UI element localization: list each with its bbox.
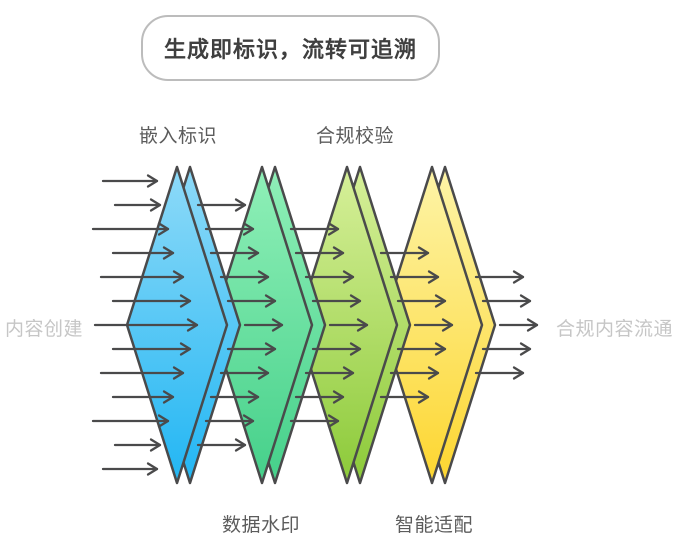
arrowhead-icon	[342, 366, 355, 380]
arrowhead-icon	[342, 270, 355, 284]
flow-row-7	[93, 318, 539, 332]
arrowhead-icon	[146, 174, 159, 188]
flow-row-4	[111, 246, 430, 260]
arrowhead-icon	[179, 294, 192, 308]
arrowhead-icon	[242, 222, 255, 236]
arrowhead-icon	[332, 246, 345, 260]
title-text: 生成即标识，流转可追溯	[163, 37, 417, 62]
flow-row-5	[99, 270, 525, 284]
flow-row-10	[111, 390, 430, 404]
arrowhead-icon	[172, 270, 185, 284]
arrowhead-icon	[512, 366, 525, 380]
arrowhead-icon	[264, 342, 277, 356]
arrowhead-icon	[247, 246, 260, 260]
arrowhead-icon	[149, 198, 162, 212]
arrowhead-icon	[257, 366, 270, 380]
flow-row-3	[91, 222, 340, 236]
arrowhead-icon	[526, 318, 539, 332]
flow-row-2	[113, 198, 247, 212]
arrowhead-icon	[247, 390, 260, 404]
arrowhead-icon	[146, 462, 159, 476]
arrowhead-icon	[327, 222, 340, 236]
flow-row-12	[113, 438, 247, 452]
arrowhead-icon	[157, 222, 170, 236]
arrowhead-icon	[157, 414, 170, 428]
stage-label-smart-adapt: 智能适配	[395, 515, 474, 536]
arrowhead-icon	[162, 390, 175, 404]
stage-label-compliance-check: 合规校验	[316, 126, 395, 147]
arrowhead-icon	[179, 342, 192, 356]
arrowhead-icon	[271, 318, 284, 332]
flow-row-1	[101, 174, 159, 188]
flow-row-9	[99, 366, 525, 380]
flow-row-13	[101, 462, 159, 476]
output-label-compliant-flow: 合规内容流通	[556, 319, 674, 340]
title-banner: 生成即标识，流转可追溯	[141, 15, 440, 81]
arrowhead-icon	[434, 342, 447, 356]
input-label-content-creation: 内容创建	[5, 319, 84, 340]
stage-label-data-watermark: 数据水印	[222, 515, 301, 536]
arrowhead-icon	[519, 294, 532, 308]
arrowhead-icon	[441, 318, 454, 332]
arrowhead-icon	[172, 366, 185, 380]
arrowhead-icon	[234, 198, 247, 212]
arrowhead-icon	[417, 246, 430, 260]
arrowhead-icon	[356, 318, 369, 332]
arrowhead-icon	[149, 438, 162, 452]
arrowhead-icon	[427, 366, 440, 380]
flow-row-6	[111, 294, 532, 308]
flow-row-8	[111, 342, 532, 356]
arrowhead-icon	[349, 342, 362, 356]
arrowhead-icon	[234, 438, 247, 452]
arrowhead-icon	[349, 294, 362, 308]
arrowhead-icon	[264, 294, 277, 308]
arrowhead-icon	[162, 246, 175, 260]
arrowhead-icon	[434, 294, 447, 308]
arrowhead-icon	[417, 390, 430, 404]
arrowhead-icon	[186, 318, 199, 332]
arrowhead-icon	[327, 414, 340, 428]
flow-arrows-layer	[91, 174, 539, 476]
arrowhead-icon	[427, 270, 440, 284]
arrowhead-icon	[257, 270, 270, 284]
flow-row-11	[91, 414, 340, 428]
arrowhead-icon	[512, 270, 525, 284]
stage-label-embed-watermark: 嵌入标识	[139, 126, 218, 147]
arrowhead-icon	[332, 390, 345, 404]
arrowhead-icon	[519, 342, 532, 356]
arrowhead-icon	[242, 414, 255, 428]
